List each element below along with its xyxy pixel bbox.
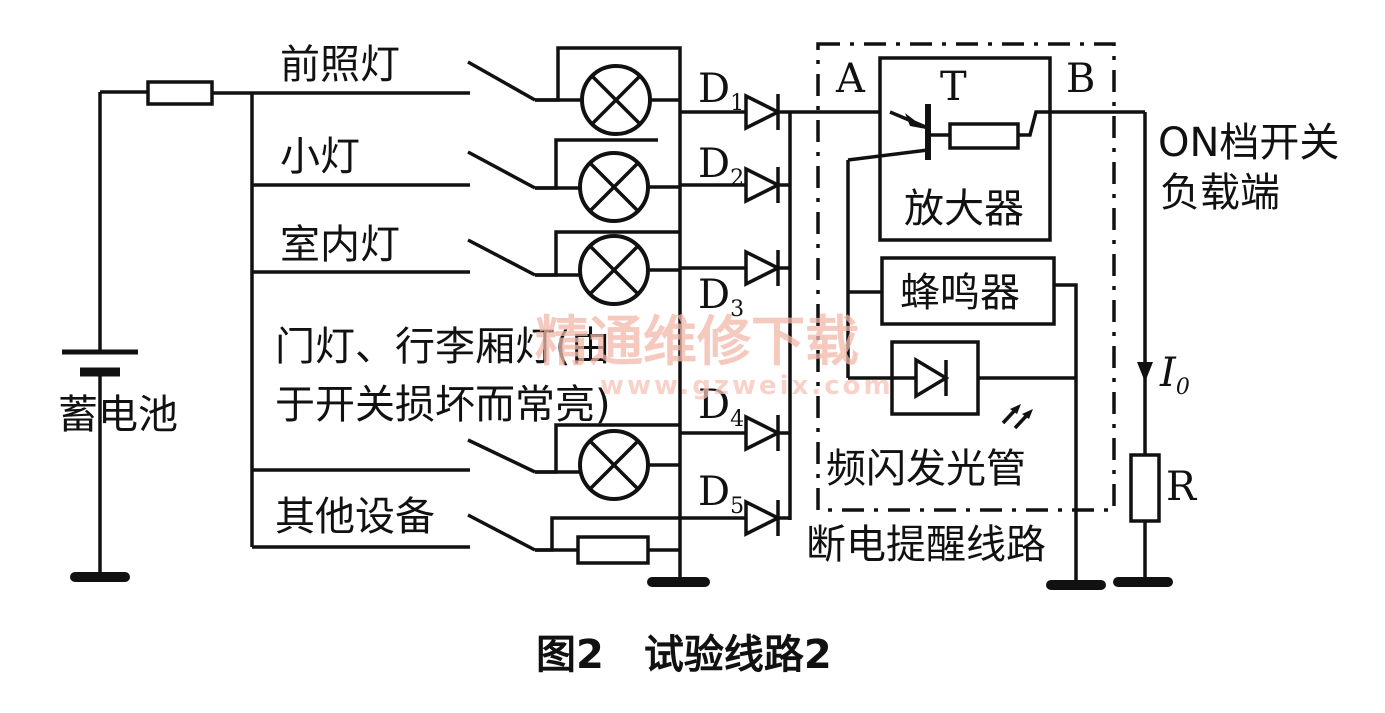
diode-d4 bbox=[680, 414, 790, 452]
resistor-r bbox=[1129, 453, 1161, 523]
amplifier-label: 放大器 bbox=[904, 186, 1024, 232]
diode-d3-label: D3 bbox=[698, 272, 744, 322]
switch bbox=[467, 150, 536, 190]
diode-d1 bbox=[680, 93, 890, 131]
on-switch-label-line2: 负载端 bbox=[1160, 170, 1280, 216]
diode-d5 bbox=[680, 499, 790, 537]
transistor-arrow bbox=[905, 113, 926, 129]
small-light-label: 小灯 bbox=[280, 134, 360, 180]
current-letter: I bbox=[1159, 350, 1177, 396]
door-light-label-line2: 于开关损坏而常亮) bbox=[275, 382, 611, 428]
diode-d5-label: D5 bbox=[698, 469, 744, 519]
switch bbox=[467, 438, 536, 474]
diode-d2-label: D2 bbox=[698, 141, 744, 191]
point-a-label: A bbox=[835, 56, 866, 102]
watermark-text: 精通维修下载 bbox=[535, 310, 859, 373]
diode-index: 5 bbox=[730, 494, 744, 519]
diode-index: 4 bbox=[730, 407, 744, 432]
other-equipment-load bbox=[535, 516, 680, 565]
flash-led-label: 频闪发光管 bbox=[826, 446, 1026, 492]
fuse bbox=[146, 80, 214, 106]
headlight-label: 前照灯 bbox=[280, 42, 400, 88]
switch bbox=[467, 238, 536, 277]
load-switches bbox=[467, 60, 536, 552]
current-label: I0 bbox=[1159, 350, 1190, 400]
switch bbox=[467, 60, 536, 102]
lamp-door-trunk bbox=[535, 423, 680, 501]
diode-index: 3 bbox=[730, 297, 744, 322]
watermark-url: www.gzweix.com bbox=[600, 371, 894, 401]
lamp-small bbox=[535, 138, 680, 223]
diode-d3 bbox=[680, 249, 790, 287]
on-switch-label-line1: ON档开关 bbox=[1158, 120, 1339, 166]
figure-caption: 图2 试验线路2 bbox=[536, 632, 832, 678]
reminder-box-border bbox=[816, 42, 1116, 512]
current-subscript: 0 bbox=[1176, 375, 1190, 400]
buzzer-label: 蜂鸣器 bbox=[900, 270, 1020, 316]
transistor-label: T bbox=[940, 64, 967, 110]
diode-letter: D bbox=[698, 141, 730, 187]
diode-d2 bbox=[680, 166, 790, 204]
reminder-circuit-title: 断电提醒线路 bbox=[806, 522, 1046, 568]
diode-letter: D bbox=[698, 382, 730, 428]
light-emission-icon bbox=[1001, 404, 1033, 430]
point-b-label: B bbox=[1066, 56, 1095, 102]
current-arrow bbox=[1137, 362, 1153, 382]
diode-index: 1 bbox=[730, 91, 744, 116]
load-resistor bbox=[576, 535, 650, 565]
battery-label: 蓄电池 bbox=[58, 392, 178, 438]
battery-circuit bbox=[62, 80, 470, 582]
resistor-r-label: R bbox=[1166, 464, 1198, 510]
on-load-branch bbox=[1113, 112, 1173, 587]
other-equipment-label: 其他设备 bbox=[275, 494, 435, 540]
buzzer-box bbox=[880, 256, 1056, 326]
lamp-interior bbox=[535, 230, 680, 306]
diode-letter: D bbox=[698, 66, 730, 112]
interior-light-label: 室内灯 bbox=[280, 222, 400, 268]
switch bbox=[467, 513, 536, 552]
diode-letter: D bbox=[698, 272, 730, 318]
lamp-headlight bbox=[535, 46, 682, 580]
diode-letter: D bbox=[698, 469, 730, 515]
reminder-circuit bbox=[816, 42, 1145, 590]
feed-bus bbox=[250, 93, 470, 549]
diode-d4-label: D4 bbox=[698, 382, 744, 432]
diode-index: 2 bbox=[730, 166, 744, 191]
amplifier-resistor bbox=[948, 122, 1020, 150]
diode-d1-label: D1 bbox=[698, 66, 744, 116]
door-light-label-line1: 门灯、行李厢灯(由 bbox=[275, 324, 611, 370]
